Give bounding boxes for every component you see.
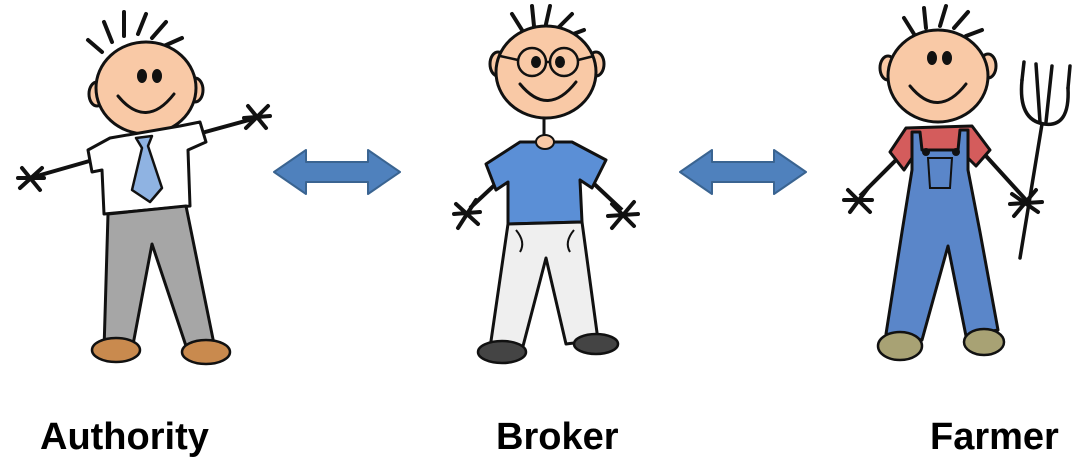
authority-figure <box>18 12 270 364</box>
broker-pants <box>490 222 598 350</box>
farmer-figure <box>844 6 1070 360</box>
arrow-authority-broker <box>274 150 400 194</box>
broker-collar <box>536 135 554 149</box>
broker-shoe-right <box>574 334 618 354</box>
farmer-eye-left <box>927 51 937 65</box>
broker-head <box>496 26 596 118</box>
broker-shoe-left <box>478 341 526 363</box>
arrow-broker-farmer <box>680 150 806 194</box>
farmer-arm-right <box>986 156 1026 200</box>
broker-figure <box>454 6 638 363</box>
authority-shoe-right <box>182 340 230 364</box>
farmer-button-right <box>952 148 960 156</box>
farmer-head <box>888 30 988 122</box>
role-label-authority: Authority <box>40 418 209 456</box>
broker-eye-right <box>555 56 565 68</box>
authority-eye-right <box>152 69 162 83</box>
authority-shoe-left <box>92 338 140 362</box>
farmer-boot-left <box>878 332 922 360</box>
role-label-broker: Broker <box>496 418 619 456</box>
authority-hand-left <box>18 168 44 190</box>
role-label-farmer: Farmer <box>930 418 1059 456</box>
farmer-button-left <box>922 148 930 156</box>
authority-eye-left <box>137 69 147 83</box>
authority-pants <box>104 206 214 350</box>
authority-hand-right <box>244 106 270 128</box>
pitchfork-icon <box>1020 62 1070 258</box>
farmer-eye-right <box>942 51 952 65</box>
authority-head <box>96 42 196 134</box>
broker-shirt <box>486 142 606 224</box>
broker-eye-left <box>531 56 541 68</box>
broker-hand-right <box>608 202 638 228</box>
farmer-boot-right <box>964 329 1004 355</box>
farmer-hand-left <box>844 188 872 212</box>
